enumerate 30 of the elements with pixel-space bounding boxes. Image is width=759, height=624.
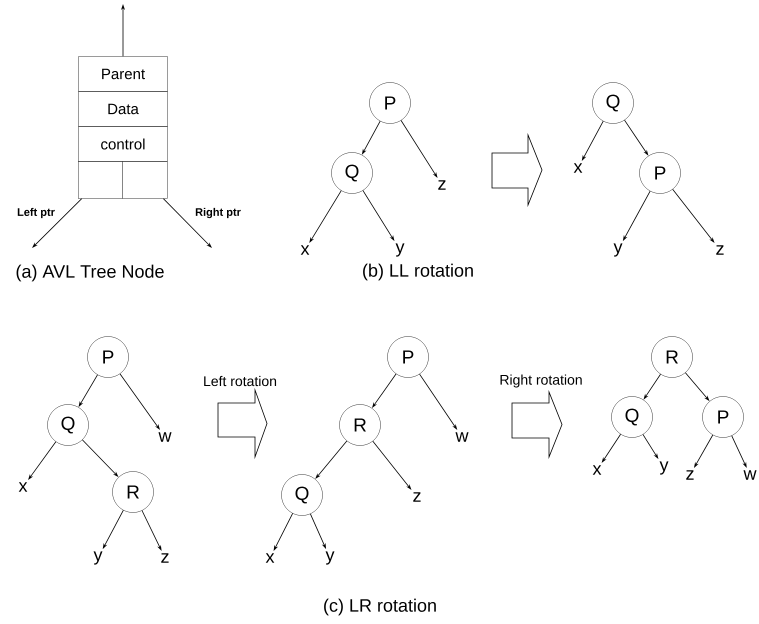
record-field: Data [78,91,168,127]
pointer-field [78,161,123,199]
subtree-label: z [716,245,724,255]
rotation-label: Left rotation [204,376,276,386]
record-field: Parent [78,56,168,92]
subtree-label: z [438,180,446,190]
subtree-label: x [266,553,274,563]
subtree-label: y [396,243,404,257]
caption: (a) AVL Tree Node [16,264,164,282]
record-field: control [78,126,168,162]
subtree-label: y [326,551,334,565]
rotation-label: Right rotation [500,374,582,388]
subtree-label: x [592,465,602,475]
subtree-label: z [686,470,694,480]
caption: (b) LL rotation [363,264,473,280]
edge-label: Right ptr [194,206,242,220]
subtree-label: y [94,551,102,565]
subtree-label: z [161,553,169,563]
subtree-label: y [660,461,668,475]
pointer-field [122,161,168,199]
subtree-label: z [413,492,421,502]
subtree-label: w [743,470,757,480]
subtree-label: w [455,432,469,442]
subtree-label: x [300,245,310,255]
subtree-label: y [614,243,622,257]
caption: (c) LR rotation [324,598,436,616]
subtree-label: w [158,432,172,442]
subtree-label: x [574,163,582,173]
edge-label: Left ptr [16,206,56,220]
subtree-label: x [18,482,28,492]
